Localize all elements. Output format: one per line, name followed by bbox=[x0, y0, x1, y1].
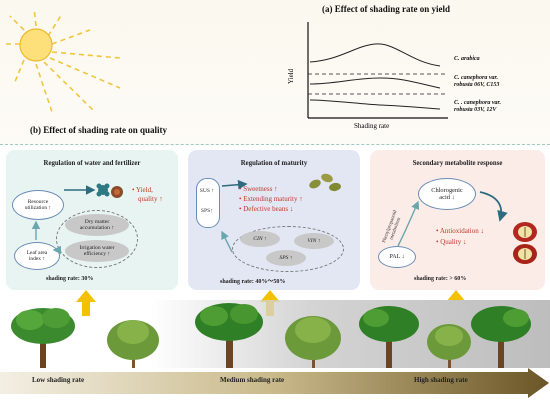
cin-node: CIN ↑ bbox=[240, 231, 280, 247]
label-robusta-03v: C. . canephora var. robusta 03V, 12V bbox=[454, 100, 502, 114]
panel-water-arrows bbox=[31, 185, 96, 255]
panel-water-title: Regulation of water and fertilizer bbox=[43, 160, 141, 167]
panel-secondary-title: Secondary metabolite response bbox=[412, 160, 503, 167]
medium-shading-label: Medium shading rate bbox=[220, 376, 285, 384]
section-divider bbox=[0, 144, 550, 145]
yield-quality-effect: • Yield, quality ↑ bbox=[132, 186, 163, 203]
high-shading-label: High shading rate bbox=[414, 376, 468, 384]
shade-tree-4 bbox=[471, 306, 531, 368]
pal-node: PAL ↓ bbox=[378, 246, 416, 268]
fertilizer-icon bbox=[96, 183, 123, 198]
shading-rate-bar bbox=[0, 368, 549, 398]
coffee-beans-icon bbox=[309, 173, 341, 192]
shading-rate-axis-label: Shading rate bbox=[354, 122, 390, 130]
top-section-background bbox=[0, 0, 550, 145]
coffee-shrub-3 bbox=[427, 324, 471, 368]
coffee-shrub-1 bbox=[107, 320, 159, 368]
panel-secondary-arrows bbox=[397, 191, 508, 247]
coffee-shrub-2 bbox=[285, 316, 341, 368]
shade-tree-3 bbox=[359, 306, 419, 368]
invertase-group bbox=[232, 226, 344, 272]
sun-rays bbox=[4, 7, 121, 113]
yield-panel-title: (a) Effect of shading rate on yield bbox=[322, 4, 450, 14]
label-arabica: C. arabica bbox=[454, 56, 480, 62]
panel-maturity-arrows bbox=[221, 179, 248, 253]
sus-label: SUS ↑ bbox=[199, 188, 215, 194]
growth-effects-group bbox=[56, 210, 138, 268]
curve-arabica bbox=[309, 43, 441, 67]
low-shading-label: Low shading rate bbox=[32, 376, 85, 384]
panel-water-rate: shading rate: 30% bbox=[46, 276, 94, 282]
plants-illustration bbox=[11, 303, 531, 368]
panel-maturity-title: Regulation of maturity bbox=[240, 160, 308, 167]
vin-node: VIN ↑ bbox=[294, 233, 334, 249]
yield-axis-label: Yield bbox=[287, 68, 295, 84]
coffee-cherry-icon bbox=[513, 222, 537, 264]
curve-robusta-06v bbox=[309, 77, 441, 89]
sun-disc bbox=[19, 28, 53, 62]
enzyme-group-sus-sps bbox=[196, 178, 220, 228]
maturity-effects-list: • Sweetness ↑ • Extending maturity ↑ • D… bbox=[239, 185, 303, 214]
up-arrow-low bbox=[76, 290, 96, 316]
yield-chart bbox=[307, 22, 448, 119]
panel-secondary-rate: shading rate: > 60% bbox=[414, 276, 467, 282]
label-robusta-06v: C. canephora var. robusta 06V, C153 bbox=[454, 75, 500, 89]
secondary-effects-list: • Antioxidation ↓ • Quality ↓ bbox=[436, 227, 484, 246]
panel-maturity-rate: shading rate: 40%～50% bbox=[220, 279, 286, 285]
shade-tree-1 bbox=[11, 308, 75, 368]
sps-node: SPS ↑ bbox=[266, 250, 306, 266]
curve-robusta-03v bbox=[309, 99, 441, 110]
sun-illustration bbox=[4, 7, 121, 113]
quality-section-title: (b) Effect of shading rate on quality bbox=[30, 125, 167, 135]
shade-tree-2 bbox=[195, 303, 263, 368]
sps-label: SPS↑ bbox=[200, 208, 214, 214]
